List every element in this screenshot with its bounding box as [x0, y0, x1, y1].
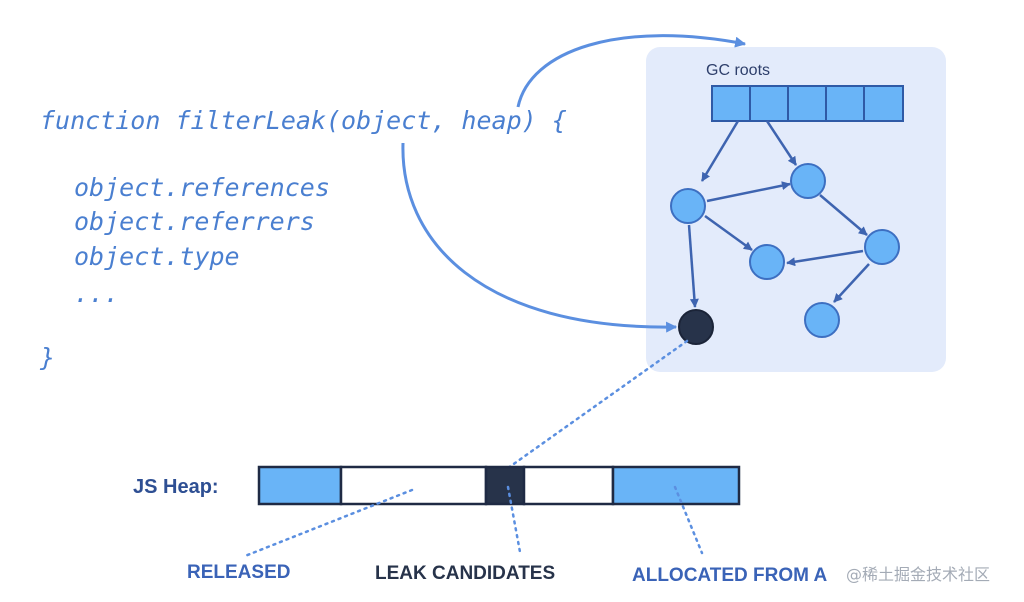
- edge: [833, 263, 870, 303]
- gc-roots-label: GC roots: [706, 62, 770, 79]
- graph-node: [864, 229, 900, 265]
- caption-released: RELEASED: [187, 562, 290, 583]
- arrow-heap-to-leak-node: [401, 142, 678, 333]
- code-line: object.type: [74, 242, 240, 271]
- js-heap-label: JS Heap:: [133, 476, 219, 498]
- edge: [786, 249, 864, 267]
- code-signature: function filterLeak(object, heap) {: [40, 106, 567, 135]
- edge: [687, 224, 699, 308]
- graph-node: [804, 302, 840, 338]
- edge: [704, 214, 753, 252]
- js-heap-bar: [257, 465, 741, 506]
- caption-pointers: [243, 485, 704, 558]
- graph-edges: [687, 120, 870, 308]
- heap-segment-released: [522, 465, 615, 506]
- edge: [819, 194, 868, 236]
- edge: [706, 181, 791, 203]
- gc-roots-bar: [711, 85, 904, 122]
- caption-leak-candidates: LEAK CANDIDATES: [375, 563, 555, 584]
- caption-allocated: ALLOCATED FROM A: [632, 565, 828, 586]
- watermark: @稀土掘金技术社区: [846, 565, 990, 584]
- heap-segment-released: [339, 465, 488, 506]
- edge: [700, 120, 740, 182]
- code-block: function filterLeak(object, heap) { obje…: [39, 106, 567, 372]
- code-line: object.referrers: [74, 207, 315, 236]
- graph-nodes: [670, 163, 900, 338]
- leak-candidate-node: [678, 309, 714, 345]
- gc-graph-panel: [646, 47, 946, 372]
- graph-node: [749, 244, 785, 280]
- graph-node: [670, 188, 706, 224]
- edge: [765, 120, 798, 166]
- leak-connector-line: [506, 339, 689, 470]
- code-closing-brace: }: [39, 343, 55, 372]
- arrow-function-to-gc-roots: [516, 34, 747, 108]
- heap-segment-used: [257, 465, 343, 506]
- heap-segment-leak: [484, 465, 526, 506]
- heap-segment-allocated: [611, 465, 741, 506]
- graph-node: [790, 163, 826, 199]
- code-line: object.references: [74, 173, 330, 202]
- code-line: ...: [74, 279, 119, 308]
